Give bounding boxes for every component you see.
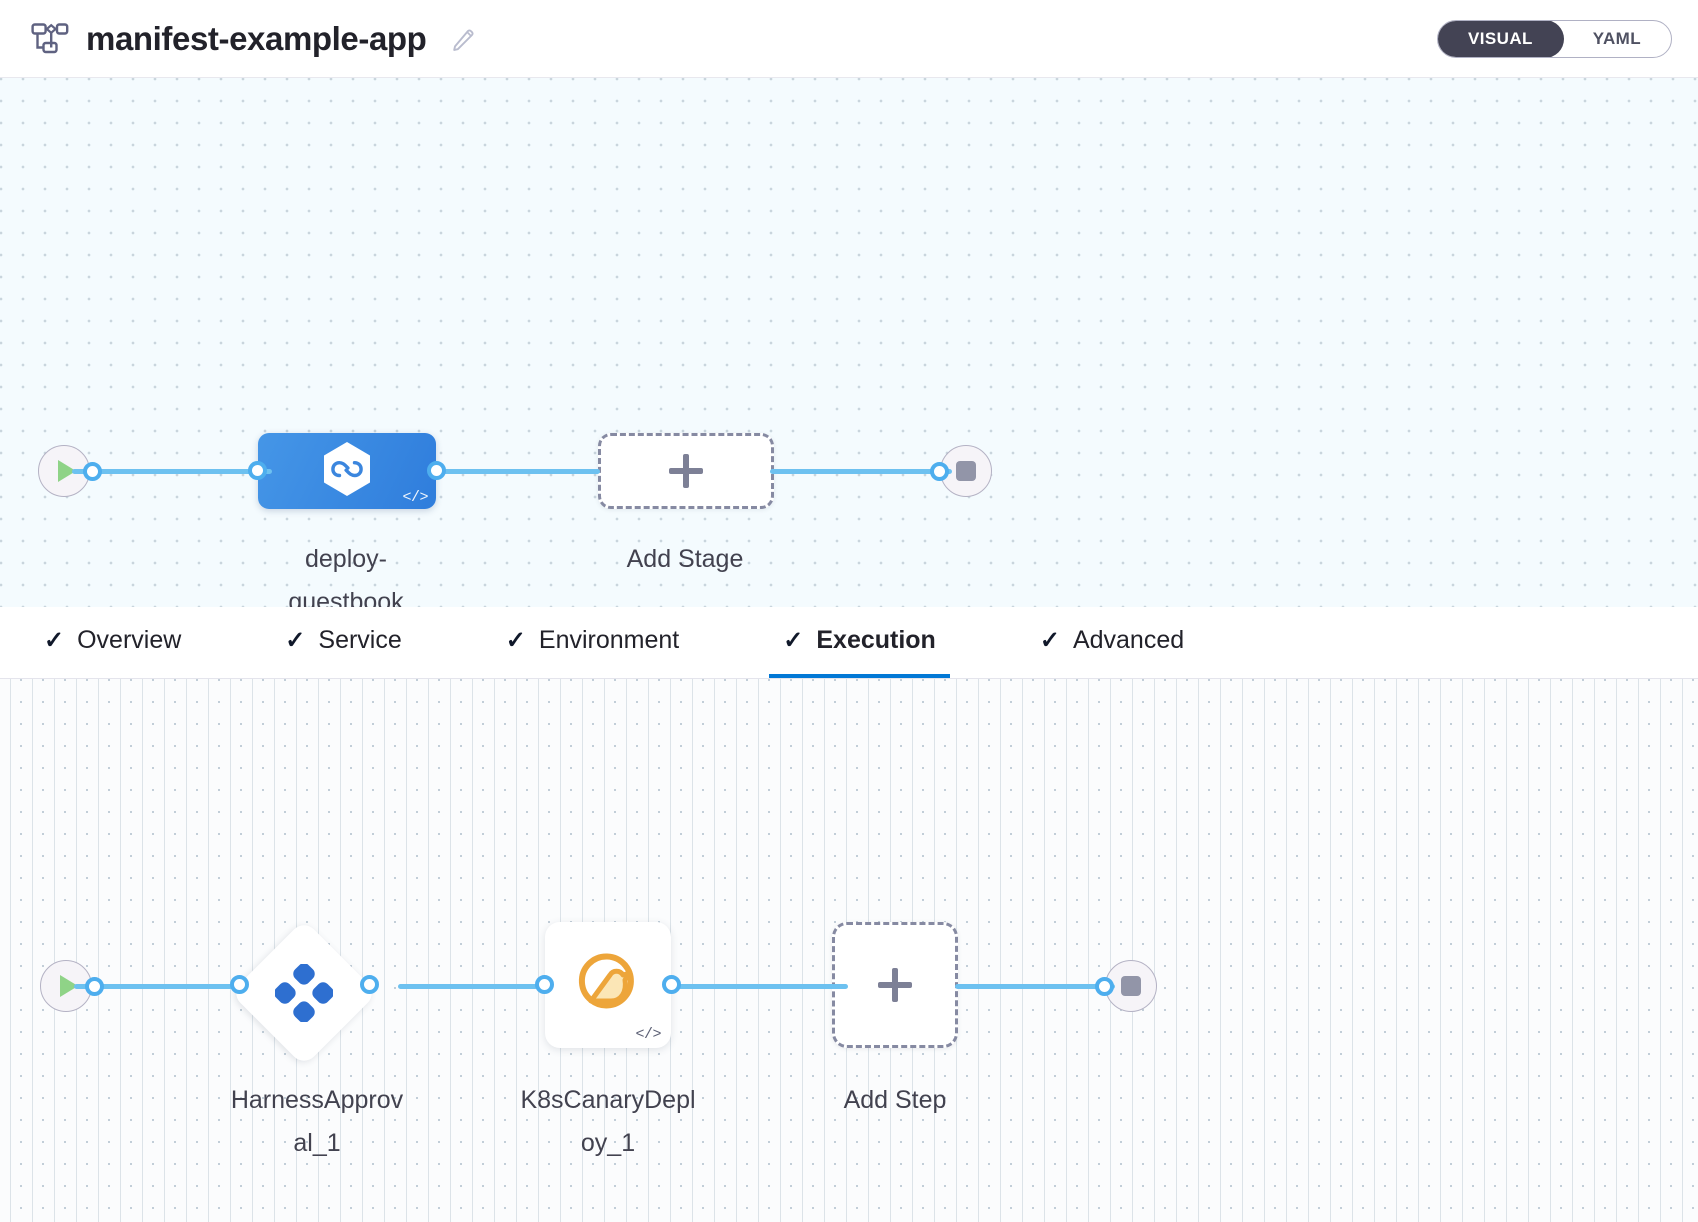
edge-add-step-to-end xyxy=(955,984,1115,989)
canary-node-label: K8sCanaryDepl oy_1 xyxy=(520,1086,696,1157)
check-icon: ✓ xyxy=(1039,626,1060,654)
app-header: manifest-example-app VISUAL YAML xyxy=(0,0,1698,78)
toggle-visual-button[interactable]: VISUAL xyxy=(1438,20,1564,57)
toggle-yaml-button[interactable]: YAML xyxy=(1592,28,1641,48)
execution-graph-canvas[interactable]: HarnessApprov al_1 </> K8sCanaryDepl oy_… xyxy=(0,679,1698,1222)
execution-start-node[interactable] xyxy=(40,960,104,1012)
edge-stage-to-add-stage xyxy=(430,469,600,474)
check-icon: ✓ xyxy=(285,626,306,654)
approval-input-port[interactable] xyxy=(230,975,249,994)
tab-service-label: Service xyxy=(318,626,402,654)
pipeline-flow-icon xyxy=(30,19,70,59)
canary-bird-icon xyxy=(570,945,646,1026)
canary-output-port[interactable] xyxy=(662,975,681,994)
pipeline-end-node[interactable] xyxy=(930,445,992,497)
tab-overview[interactable]: ✓ Overview xyxy=(30,607,195,678)
step-node-harness-approval[interactable] xyxy=(230,919,379,1067)
edge-start-to-approval xyxy=(74,984,244,989)
pencil-edit-icon[interactable] xyxy=(448,24,478,54)
add-stage-node[interactable] xyxy=(598,433,774,509)
edge-add-stage-to-end xyxy=(770,469,952,474)
pipeline-start-node[interactable] xyxy=(38,445,102,497)
add-step-button[interactable] xyxy=(832,922,958,1048)
step-node-k8s-canary-deploy[interactable]: </> xyxy=(535,922,681,1048)
add-step-node[interactable] xyxy=(832,922,958,1048)
stage-node-label: deploy- guestbook xyxy=(288,545,404,607)
tab-advanced-label: Advanced xyxy=(1072,626,1185,654)
page-title: manifest-example-app xyxy=(86,19,427,57)
harness-cd-hexagon-icon xyxy=(320,440,374,503)
check-icon: ✓ xyxy=(505,626,526,654)
header-left-group: manifest-example-app xyxy=(30,19,478,59)
tab-advanced[interactable]: ✓ Advanced xyxy=(1026,607,1198,678)
add-stage-button[interactable] xyxy=(598,433,774,509)
view-mode-toggle[interactable]: VISUAL YAML xyxy=(1437,19,1672,58)
stage-node-deploy-guestbook[interactable]: </> xyxy=(248,433,446,509)
start-output-port[interactable] xyxy=(83,462,102,481)
tab-execution[interactable]: ✓ Execution xyxy=(769,607,950,678)
tab-overview-label: Overview xyxy=(77,626,182,654)
add-stage-label[interactable]: Add Stage xyxy=(626,545,744,573)
stage-card[interactable]: </> xyxy=(258,433,436,509)
approval-output-port[interactable] xyxy=(360,975,379,994)
check-icon: ✓ xyxy=(783,626,804,654)
harness-approval-icon xyxy=(275,964,333,1022)
yaml-code-badge[interactable]: </> xyxy=(402,489,428,506)
tab-execution-label: Execution xyxy=(816,626,936,654)
stage-output-port[interactable] xyxy=(427,461,446,480)
stage-graph-canvas[interactable]: </> deploy- guestbook Add Stage xyxy=(0,78,1698,607)
end-input-port[interactable] xyxy=(930,462,949,481)
header-right-group: VISUAL YAML xyxy=(1437,19,1672,58)
edge-approval-to-canary xyxy=(398,984,538,989)
execution-end-input-port[interactable] xyxy=(1095,977,1114,996)
yaml-code-badge[interactable]: </> xyxy=(635,1026,661,1043)
stage-input-port[interactable] xyxy=(248,461,267,480)
plus-icon xyxy=(669,454,703,488)
execution-start-output-port[interactable] xyxy=(85,977,104,996)
approval-node-label: HarnessApprov al_1 xyxy=(230,1086,404,1157)
edge-start-to-stage xyxy=(72,469,272,474)
canary-step-card[interactable]: </> xyxy=(545,922,671,1048)
edge-canary-to-add-step xyxy=(668,984,848,989)
tab-environment-label: Environment xyxy=(538,626,680,654)
stage-config-tabs[interactable]: ✓ Overview ✓ Service ✓ Environment ✓ Exe… xyxy=(0,607,1698,679)
tab-service[interactable]: ✓ Service xyxy=(271,607,415,678)
approval-diamond-card[interactable] xyxy=(230,919,378,1067)
plus-icon xyxy=(878,968,912,1002)
tab-environment[interactable]: ✓ Environment xyxy=(492,607,693,678)
check-icon: ✓ xyxy=(44,626,65,654)
canary-input-port[interactable] xyxy=(535,975,554,994)
add-step-label[interactable]: Add Step xyxy=(843,1086,947,1114)
execution-end-node[interactable] xyxy=(1095,960,1157,1012)
